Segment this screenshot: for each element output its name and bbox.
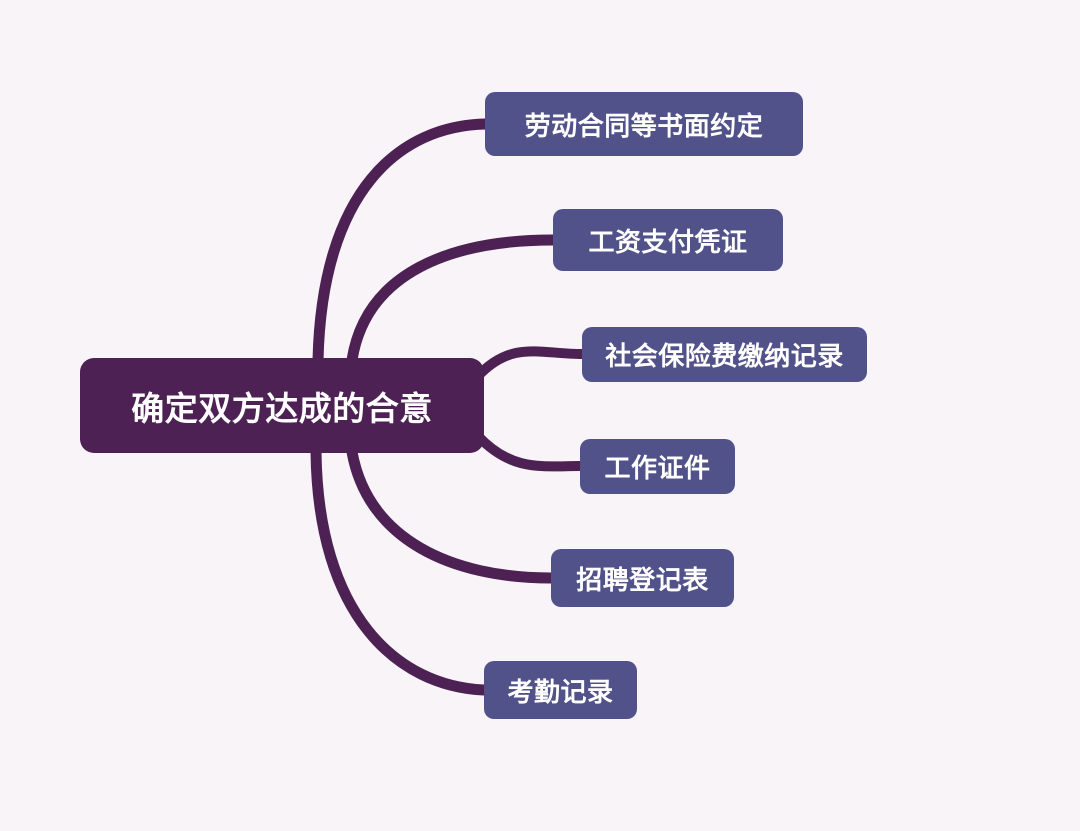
mindmap-child-node-work-credentials[interactable]: 工作证件 — [580, 439, 735, 494]
connector-to-child-1 — [346, 234, 559, 366]
connector-to-child-5 — [310, 446, 490, 696]
connector-to-child-3 — [473, 431, 585, 472]
mindmap-child-node-recruitment-form[interactable]: 招聘登记表 — [551, 549, 734, 607]
connector-to-child-2 — [473, 346, 587, 381]
mindmap-child-node-wage-payment-voucher[interactable]: 工资支付凭证 — [553, 209, 783, 271]
mindmap-child-node-attendance-record[interactable]: 考勤记录 — [484, 661, 637, 719]
mindmap-root-node[interactable]: 确定双方达成的合意 — [80, 358, 484, 453]
mindmap-child-node-social-insurance-record[interactable]: 社会保险费缴纳记录 — [582, 327, 867, 382]
connector-to-child-4 — [346, 446, 557, 584]
mindmap-child-node-labor-contract[interactable]: 劳动合同等书面约定 — [485, 92, 803, 156]
connector-to-child-0 — [312, 118, 491, 366]
